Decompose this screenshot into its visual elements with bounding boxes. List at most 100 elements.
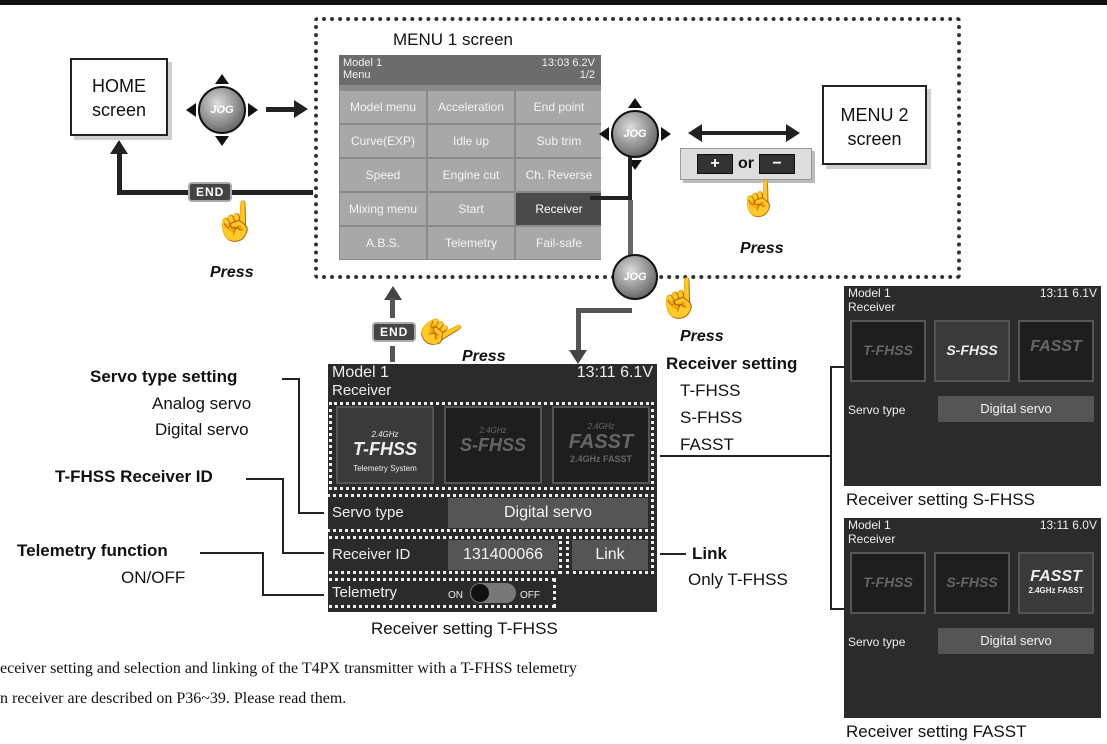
end-return-line [390, 298, 395, 318]
hand-press-icon: ☝ [656, 278, 704, 320]
connector-receiver [628, 157, 632, 199]
option-fasst-label: FASST [680, 435, 734, 454]
tfhss-option[interactable]: T-FHSS [850, 552, 926, 614]
menu-item-a-b-s[interactable]: A.B.S. [340, 227, 426, 259]
sfhss-option[interactable]: S-FHSS [934, 552, 1010, 614]
model-name: Model 1 [848, 518, 891, 532]
arrow-head-icon [294, 100, 308, 118]
leader-line [298, 378, 300, 513]
leader-line [830, 366, 832, 610]
only-tfhss-label: Only T-FHSS [688, 570, 788, 589]
telemetry-label: Telemetry [332, 584, 398, 601]
hand-press-icon: ☝ [738, 180, 781, 218]
jog-icon[interactable]: JOG [612, 254, 658, 300]
option-sfhss-label: S-FHSS [680, 408, 743, 427]
servo-type-button[interactable]: Digital servo [448, 498, 648, 528]
screen-title: Receiver [332, 382, 392, 399]
tfhss-option[interactable]: T-FHSS [850, 320, 926, 382]
up-arrow-icon [110, 140, 128, 154]
off-label: OFF [520, 590, 540, 601]
menu-item-receiver[interactable]: Receiver [516, 193, 601, 225]
menu2-label-line2: screen [847, 129, 902, 149]
servo-type-label: Servo type [848, 403, 906, 417]
leader-line [660, 455, 830, 457]
menu-item-ch-reverse[interactable]: Ch. Reverse [516, 159, 601, 191]
menu-item-start[interactable]: Start [428, 193, 514, 225]
receiver-id-label: Receiver ID [332, 546, 411, 563]
connector-down-h [576, 308, 632, 313]
receiver-screen-tfhss: Model 1 13:11 6.1V Receiver 2.4GHz T-FHS… [328, 364, 657, 612]
end-key-2[interactable]: END [372, 322, 417, 342]
plus-key[interactable]: + [697, 154, 733, 174]
leader-line [282, 478, 284, 553]
leader-line [200, 552, 264, 554]
menu-item-model-menu[interactable]: Model menu [340, 91, 426, 123]
leader-line [262, 552, 264, 596]
menu-item-idle-up[interactable]: Idle up [428, 125, 514, 157]
tfhss-logo: T-FHSS [863, 342, 913, 358]
fasst-option[interactable]: FASST 2.4GHz FASST [1018, 552, 1094, 614]
menu-item-engine-cut[interactable]: Engine cut [428, 159, 514, 191]
press-label: Press [740, 240, 784, 257]
servo-type-row-outline [328, 494, 654, 532]
menu2-screen-box: MENU 2 screen [822, 85, 927, 165]
menu2-label-line1: MENU 2 [840, 105, 909, 125]
menu1-header: Model 1 Menu 13:03 6.2V 1/2 [339, 55, 601, 85]
menu-item-telemetry[interactable]: Telemetry [428, 227, 514, 259]
minus-key[interactable]: − [759, 154, 795, 174]
fasst-logo: FASST [568, 431, 634, 453]
tfhss-option[interactable]: 2.4GHz T-FHSS Telemetry System [336, 406, 434, 484]
menu-item-fail-safe[interactable]: Fail-safe [516, 227, 601, 259]
connector-down-v [576, 308, 581, 353]
menu-item-acceleration[interactable]: Acceleration [428, 91, 514, 123]
up-arrow-icon [215, 74, 229, 84]
hand-press-icon: ☝ [411, 300, 470, 360]
tfhss-logo: T-FHSS [863, 574, 913, 590]
up-arrow-icon [384, 286, 402, 300]
telemetry-function-label: Telemetry function [17, 541, 168, 560]
telemetry-toggle[interactable] [470, 583, 516, 603]
link-outline [566, 536, 654, 574]
press-label: Press [680, 328, 724, 345]
receiver-setting-label: Receiver setting [666, 354, 798, 373]
logo-small: 2.4GHz [371, 430, 399, 439]
servo-type-button[interactable]: Digital servo [938, 396, 1094, 422]
sfhss-logo: S-FHSS [946, 342, 998, 358]
logo-sub: 2.4GHz FASST [569, 454, 632, 464]
menu-item-mixing-menu[interactable]: Mixing menu [340, 193, 426, 225]
logo-sub: Telemetry System [353, 464, 417, 473]
receiver-id-value: 131400066 [448, 540, 558, 570]
sfhss-option[interactable]: 2.4GHz S-FHSS [444, 406, 542, 484]
sfhss-logo: S-FHSS [946, 574, 998, 590]
jog-control-1[interactable]: JOG [186, 74, 258, 146]
arrow-to-menu1 [266, 107, 296, 112]
leader-line [830, 366, 844, 368]
plus-minus-keys: + or − [680, 148, 812, 180]
tfhss-receiver-id-label: T-FHSS Receiver ID [55, 467, 213, 486]
end-key-1[interactable]: END [188, 182, 233, 202]
link-button[interactable]: Link [572, 540, 648, 570]
menu-item-end-point[interactable]: End point [516, 91, 601, 123]
servo-type-button[interactable]: Digital servo [938, 628, 1094, 654]
status-time: 13:11 6.1V [576, 364, 653, 381]
logo-small: 2.4GHz [587, 422, 615, 431]
menu-item-sub-trim[interactable]: Sub trim [516, 125, 601, 157]
press-label: Press [462, 348, 506, 365]
fasst-option[interactable]: 2.4GHz FASST 2.4GHz FASST [552, 406, 650, 484]
menu1-screen-label: MENU 1 screen [393, 30, 513, 49]
sfhss-option[interactable]: S-FHSS [934, 320, 1010, 382]
menu1-page: 1/2 [579, 69, 595, 81]
jog-icon[interactable]: JOG [611, 110, 659, 158]
tfhss-logo: T-FHSS [352, 439, 417, 459]
model-name: Model 1 [332, 364, 389, 381]
jog-control-2[interactable]: JOG [599, 98, 671, 170]
caption-fasst: Receiver setting FASST [846, 722, 1027, 741]
menu-item-curve-exp[interactable]: Curve(EXP) [340, 125, 426, 157]
menu-item-speed[interactable]: Speed [340, 159, 426, 191]
home-label-line1: HOME [92, 76, 146, 96]
jog-icon[interactable]: JOG [198, 86, 246, 134]
fasst-option[interactable]: FASST [1018, 320, 1094, 382]
return-line-vertical [117, 152, 122, 195]
toggle-knob [471, 584, 489, 602]
